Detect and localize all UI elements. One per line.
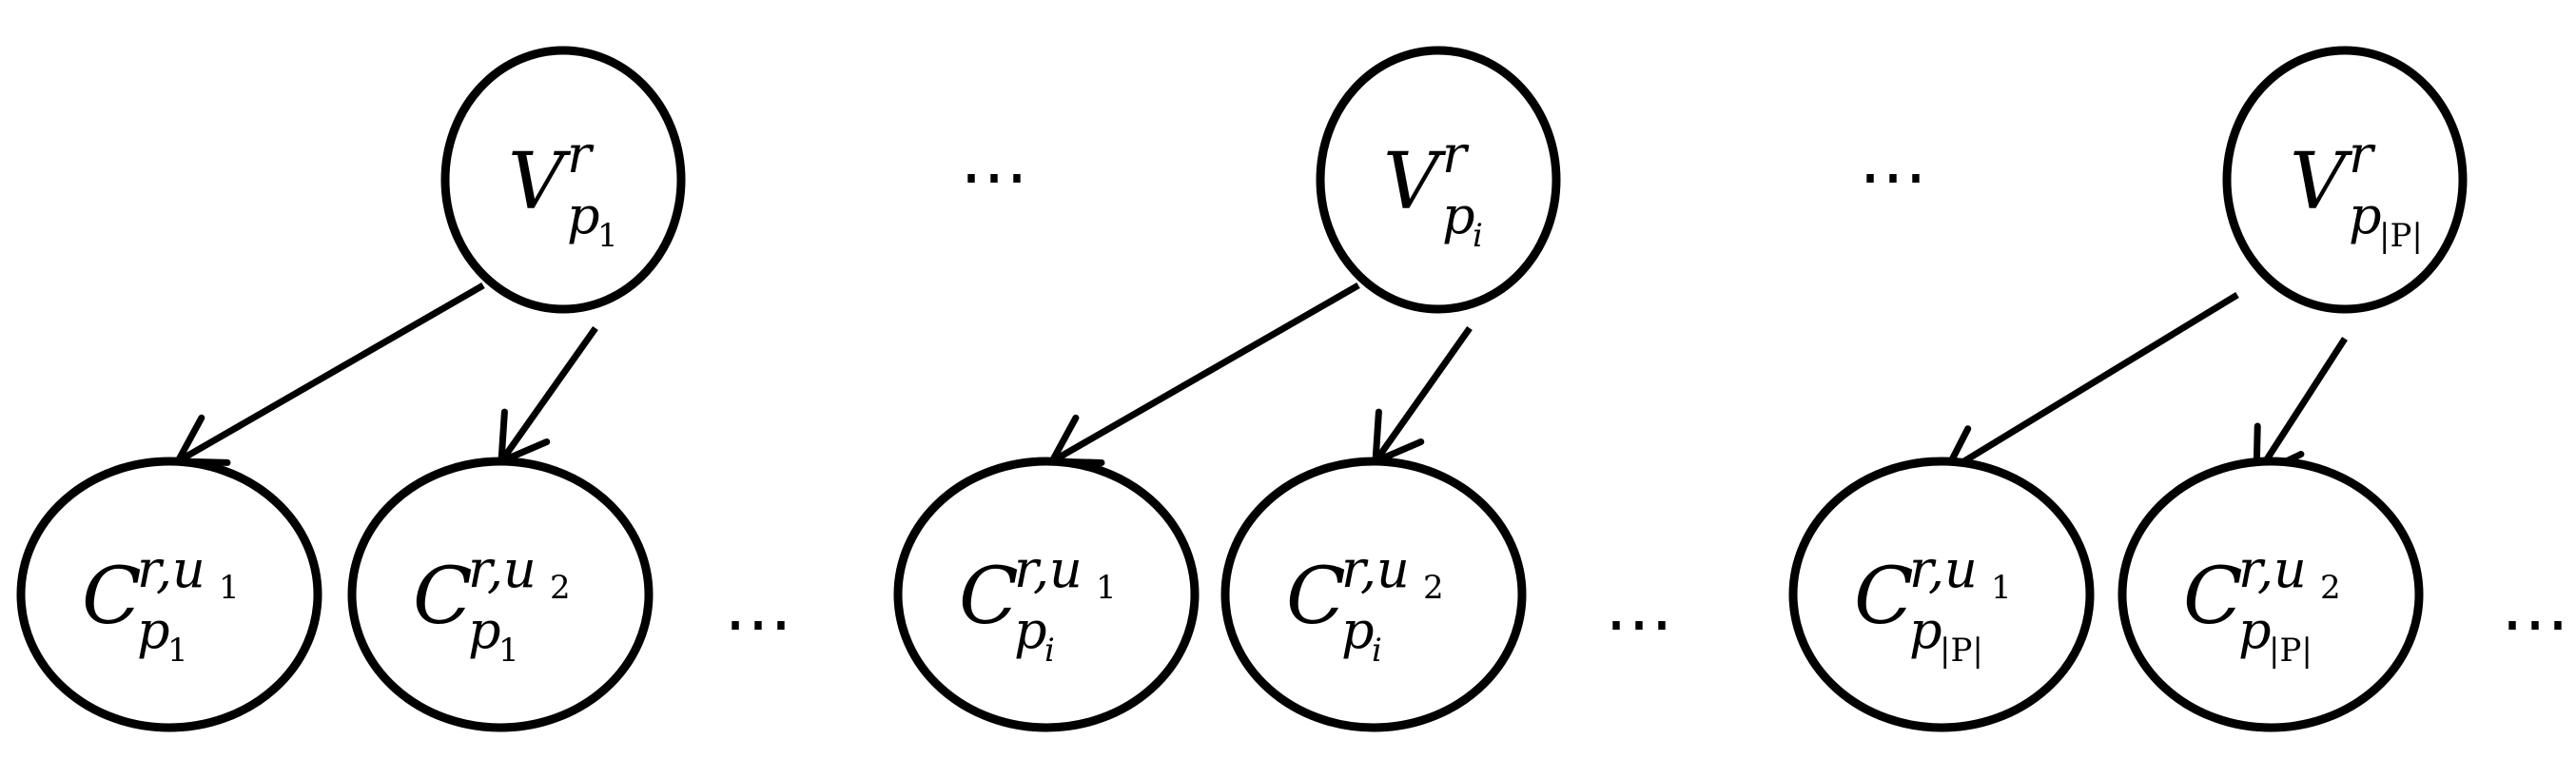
edge-3-1 — [1943, 292, 2239, 476]
superscript-index: 1 — [219, 569, 240, 607]
symbol-superscript: r,u — [1014, 539, 1083, 599]
child-node-circle — [347, 457, 654, 732]
child-node-circle — [1788, 457, 2095, 732]
subscript-index: |P| — [2269, 632, 2313, 670]
subscript-index: 1 — [498, 632, 519, 670]
ellipsis: ⋯ — [1605, 583, 1673, 663]
ellipsis: ⋯ — [724, 583, 792, 663]
symbol-base: C — [959, 552, 1019, 642]
node-label: Cr,u 2 p1 — [413, 539, 571, 670]
child-node-circle — [2117, 457, 2424, 732]
child-node-circle — [893, 457, 1200, 732]
symbol-subscript: p — [137, 600, 170, 660]
superscript-index: 1 — [1991, 569, 2012, 607]
edge-3-2 — [2254, 337, 2348, 477]
edge-2-2 — [1373, 325, 1473, 464]
edges — [174, 282, 2348, 479]
subscript-index: 1 — [167, 632, 188, 670]
node-label: Cr,u 1 pi — [959, 539, 1117, 670]
symbol-subscript: p — [1341, 600, 1375, 660]
ellipsis: ⋯ — [960, 136, 1028, 216]
subscript-index: 1 — [597, 217, 618, 255]
subscript-index: |P| — [2379, 217, 2423, 255]
superscript-index: 1 — [1096, 569, 1117, 607]
symbol-subscript: p — [1442, 185, 1475, 245]
child-node: Cr,u 2 p|P| — [2117, 457, 2424, 732]
node-label: Cr,u 2 p|P| — [2183, 539, 2341, 670]
symbol-superscript: r,u — [1341, 539, 1410, 599]
ellipsis: ⋯ — [2501, 583, 2569, 663]
child-node: Cr,u 2 pi — [1220, 457, 1527, 732]
subscript-index: |P| — [1940, 632, 1983, 670]
child-node-circle — [16, 457, 322, 732]
symbol-subscript: p — [2238, 600, 2272, 660]
parent-node-circle — [1316, 46, 1561, 314]
symbol-base: C — [413, 552, 473, 642]
ellipsis-markers: ⋯ ⋯ ⋯ ⋯ ⋯ — [724, 136, 2569, 663]
symbol-subscript: p — [2349, 185, 2382, 245]
symbol-base: C — [82, 552, 142, 642]
child-node: Cr,u 1 p|P| — [1788, 457, 2095, 732]
superscript-index: 2 — [2320, 569, 2341, 607]
symbol-superscript: r — [567, 125, 595, 185]
symbol-base: C — [1286, 552, 1346, 642]
superscript-index: 2 — [550, 569, 571, 607]
parent-node-circle — [440, 46, 686, 314]
symbol-base: V — [508, 137, 572, 227]
symbol-subscript: p — [468, 600, 501, 660]
edge-2-1 — [1050, 282, 1360, 465]
subscript-index: i — [1473, 217, 1483, 255]
symbol-base: C — [2183, 552, 2243, 642]
symbol-superscript: r — [2349, 125, 2376, 185]
parent-node-circle — [2222, 46, 2468, 314]
edge-1-2 — [498, 325, 598, 464]
node-label: Cr,u 1 p|P| — [1854, 539, 2012, 670]
edge-1-1 — [176, 282, 485, 465]
symbol-base: V — [1383, 137, 1447, 227]
child-node-circle — [1220, 457, 1527, 732]
symbol-base: V — [2290, 137, 2353, 227]
symbol-superscript: r,u — [1909, 539, 1978, 599]
symbol-superscript: r,u — [137, 539, 205, 599]
symbol-base: C — [1854, 552, 1914, 642]
ellipsis: ⋯ — [1859, 136, 1927, 216]
symbol-superscript: r,u — [2238, 539, 2307, 599]
node-label: Cr,u 2 pi — [1286, 539, 1444, 670]
symbol-subscript: p — [1014, 600, 1047, 660]
child-node: Cr,u 2 p1 — [347, 457, 654, 732]
subscript-index: i — [1372, 632, 1382, 670]
subscript-index: i — [1044, 632, 1055, 670]
symbol-superscript: r — [1442, 125, 1470, 185]
symbol-subscript: p — [1909, 600, 1942, 660]
superscript-index: 2 — [1423, 569, 1444, 607]
child-node: Cr,u 1 pi — [893, 457, 1200, 732]
symbol-subscript: p — [567, 185, 600, 245]
symbol-superscript: r,u — [468, 539, 537, 599]
